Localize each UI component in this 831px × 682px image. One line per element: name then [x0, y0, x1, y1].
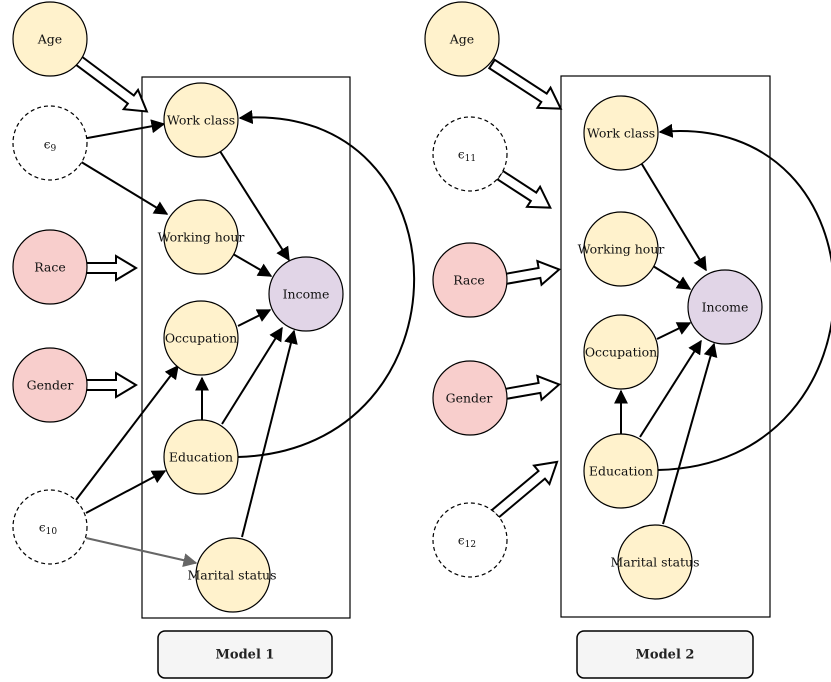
node2-working-hour-label: Working hour: [578, 242, 665, 257]
node-occupation-label: Occupation: [165, 331, 237, 346]
model-2-group: Age ϵ11 Race Gender ϵ12 Work class Worki…: [424, 1, 831, 679]
edge2-marital-income: [662, 342, 718, 525]
node-income: Income: [268, 256, 344, 332]
node-working-hour-label: Working hour: [158, 230, 245, 245]
model-1-block-arrows: [73, 54, 149, 399]
node-marital-status-label: Marital status: [187, 568, 276, 583]
edge-education-workclass: [237, 110, 415, 458]
node-race: Race: [12, 229, 88, 305]
edge-occupation-income: [237, 309, 272, 327]
node2-education: Education: [583, 433, 659, 509]
eps12-subscript: 12: [465, 540, 476, 550]
model-2-frame: [560, 75, 771, 618]
node2-income: Income: [687, 269, 763, 345]
block-arrow-gender: [85, 371, 138, 399]
block-arrow2-gender: [502, 374, 562, 402]
model-2-label-box: Model 2: [576, 630, 754, 679]
eps10-subscript: 10: [46, 527, 58, 537]
node-work-class-label: Work class: [167, 113, 235, 128]
node-age-label: Age: [37, 32, 62, 47]
edge2-workclass-income: [639, 160, 707, 272]
node2-marital-status: Marital status: [610, 524, 700, 600]
edge-workclass-income: [217, 147, 290, 262]
edge2-education-income: [639, 339, 702, 438]
node2-marital-status-label: Marital status: [610, 555, 699, 570]
node-gender: Gender: [12, 347, 88, 423]
node2-eps12: ϵ12: [432, 502, 508, 578]
block-arrow2-race: [502, 259, 562, 287]
model-2-label: Model 2: [636, 648, 695, 663]
node-race-label: Race: [34, 260, 66, 275]
edge-workinghour-income: [232, 253, 273, 277]
node-work-class: Work class: [163, 82, 239, 158]
node2-income-label: Income: [702, 300, 749, 315]
model-2-block-arrows: [487, 58, 563, 520]
edge2-workinghour-income: [652, 265, 692, 290]
node2-occupation: Occupation: [583, 314, 659, 390]
block-arrow2-age: [487, 58, 563, 110]
edge-eps10-occupation: [75, 364, 179, 501]
node-age: Age: [12, 1, 88, 77]
node-income-label: Income: [283, 287, 330, 302]
model-1-edges: [75, 110, 415, 538]
edge-marital-income: [241, 329, 298, 538]
edge-eps9-workclass: [81, 119, 166, 140]
model-1-label: Model 1: [216, 648, 275, 663]
node-education-label: Education: [169, 450, 233, 465]
node-occupation: Occupation: [163, 300, 239, 376]
edge-eps10-education: [85, 470, 167, 514]
block-arrow2-eps12: [490, 460, 559, 520]
node2-gender: Gender: [432, 360, 508, 436]
edge-eps9-workinghour: [77, 159, 169, 215]
node2-eps11: ϵ11: [432, 116, 508, 192]
edge2-occupation-income: [656, 322, 692, 340]
node2-race-label: Race: [453, 273, 485, 288]
node2-age: Age: [424, 1, 500, 77]
model-1-frame: [141, 76, 351, 619]
edge-eps10-marital: [85, 537, 198, 568]
model-2-edges: [614, 123, 831, 525]
node-eps9: ϵ9: [12, 105, 88, 181]
node2-occupation-label: Occupation: [585, 345, 657, 360]
block-arrow-age: [73, 54, 149, 113]
block-arrow2-eps11: [495, 169, 552, 209]
model-1-label-box: Model 1: [157, 630, 333, 679]
node2-gender-label: Gender: [446, 391, 493, 406]
eps11-subscript: 11: [465, 154, 476, 164]
node2-education-label: Education: [589, 464, 653, 479]
block-arrow-race: [85, 254, 138, 282]
node-eps10: ϵ10: [12, 489, 88, 565]
node2-age-label: Age: [449, 32, 474, 47]
eps9-subscript: 9: [51, 144, 57, 154]
edge-education-income: [221, 326, 283, 425]
edge2-education-workclass: [657, 123, 831, 471]
node-gender-label: Gender: [27, 378, 74, 393]
node2-working-hour: Working hour: [578, 211, 665, 287]
node2-work-class: Work class: [583, 95, 659, 171]
model-1-group: Age ϵ9 Race Gender ϵ10 Work class Workin…: [12, 1, 415, 679]
node2-race: Race: [432, 242, 508, 318]
node-marital-status: Marital status: [187, 537, 277, 613]
node-education: Education: [163, 419, 239, 495]
node2-work-class-label: Work class: [587, 126, 655, 141]
node-working-hour: Working hour: [158, 199, 245, 275]
